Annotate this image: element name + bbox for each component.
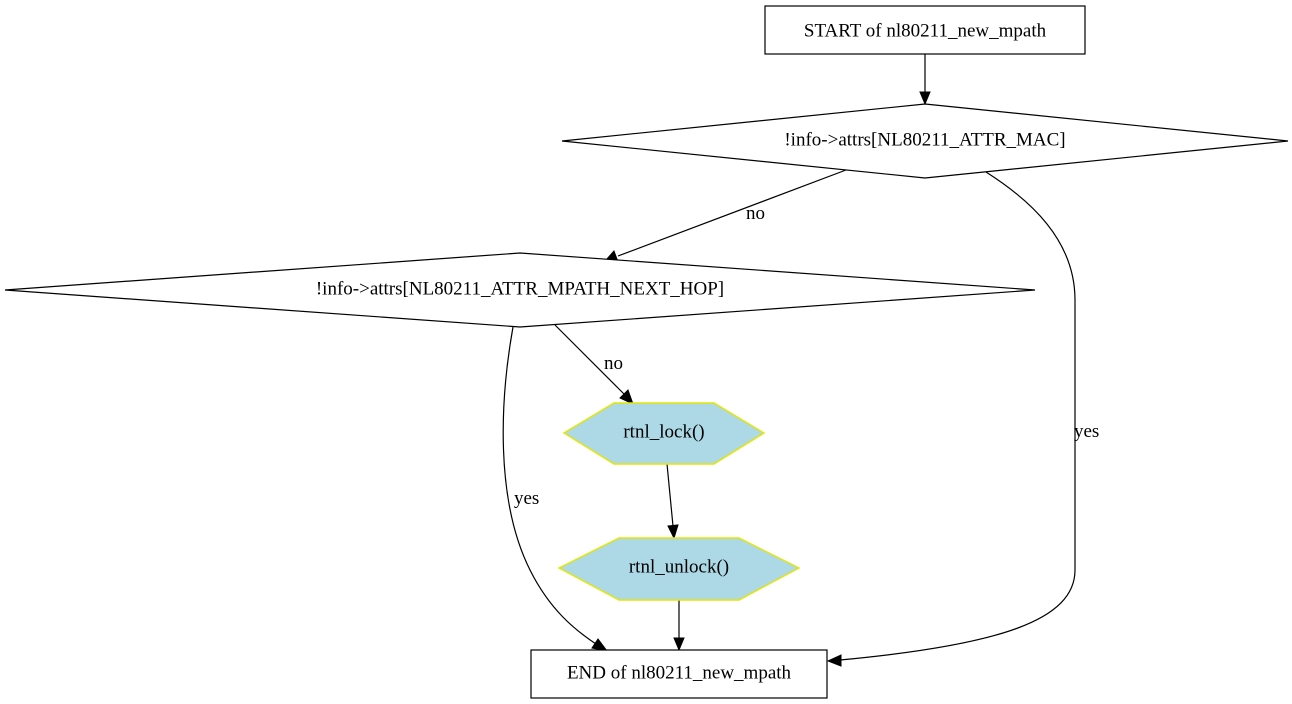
rtnl-lock-node: rtnl_lock(): [562, 402, 766, 465]
edge-label-next-hop-yes: yes: [514, 488, 539, 509]
end-node: END of nl80211_new_mpath: [530, 649, 828, 699]
check-next-hop-decision: !info->attrs[NL80211_ATTR_MPATH_NEXT_HOP…: [4, 252, 1036, 328]
edge-check-next-hop-no: no: [554, 324, 634, 405]
edge-unlock-to-end: [673, 600, 685, 652]
edge-label-next-hop-no: no: [604, 353, 623, 374]
check-mac-decision: !info->attrs[NL80211_ATTR_MAC]: [561, 103, 1289, 179]
start-node-label: START of nl80211_new_mpath: [804, 20, 1047, 41]
check-mac-label: !info->attrs[NL80211_ATTR_MAC]: [784, 129, 1065, 150]
start-node: START of nl80211_new_mpath: [764, 5, 1086, 55]
end-node-label: END of nl80211_new_mpath: [567, 662, 792, 683]
edge-lock-to-unlock: [666, 463, 679, 540]
rtnl-unlock-label: rtnl_unlock(): [629, 556, 729, 577]
edge-check-next-hop-yes: yes: [502, 326, 609, 652]
rtnl-lock-label: rtnl_lock(): [623, 421, 704, 442]
edge-check-mac-no: no: [605, 169, 847, 263]
nodes: START of nl80211_new_mpath !info->attrs[…: [4, 5, 1289, 699]
rtnl-unlock-node: rtnl_unlock(): [557, 537, 801, 601]
edge-label-mac-yes: yes: [1074, 421, 1099, 442]
edge-label-mac-no: no: [746, 203, 765, 224]
edge-start-to-check-mac: [919, 54, 931, 106]
check-next-hop-label: !info->attrs[NL80211_ATTR_MPATH_NEXT_HOP…: [316, 278, 724, 299]
edge-check-mac-yes: yes: [826, 171, 1099, 667]
